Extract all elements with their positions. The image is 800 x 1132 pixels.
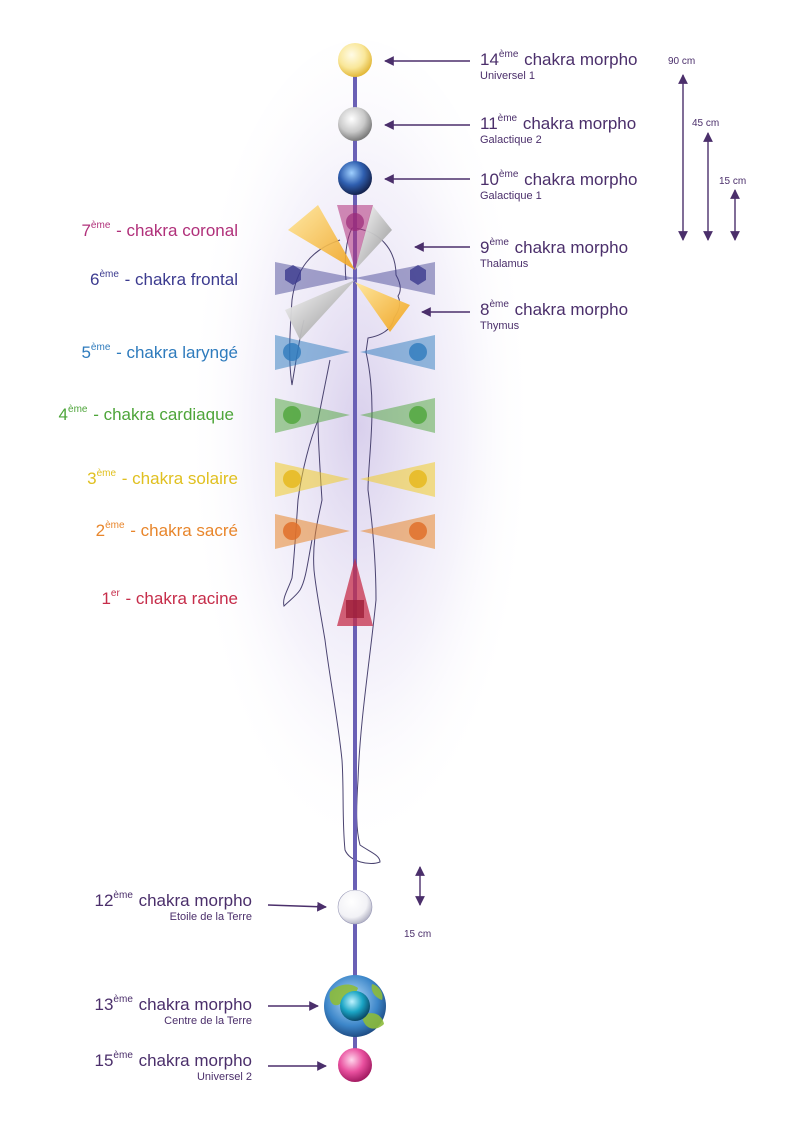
label-morpho-12: 12ème chakra morpho Etoile de la Terre bbox=[94, 890, 253, 923]
morpho-15-sub: Universel 2 bbox=[196, 1071, 252, 1083]
label-sacre-text: 2ème - chakra sacré bbox=[95, 520, 238, 540]
label-morpho-10: 10ème chakra morpho Galactique 1 bbox=[480, 169, 638, 202]
label-solaire: 3ème - chakra solaire bbox=[87, 468, 238, 488]
larynge-symbol-left bbox=[283, 343, 301, 361]
morpho-cone-yellow bbox=[355, 282, 410, 332]
measure-45-label: 45 cm bbox=[692, 118, 720, 129]
sphere-15-universel-2 bbox=[338, 1048, 372, 1082]
morpho-9-title: 9ème chakra morpho bbox=[480, 237, 629, 257]
morpho-10-sub: Galactique 1 bbox=[480, 190, 542, 202]
sphere-13-centre-terre bbox=[340, 991, 370, 1021]
label-cardiaque-text: 4ème - chakra cardiaque bbox=[58, 404, 234, 424]
morpho-10-title: 10ème chakra morpho bbox=[480, 169, 638, 189]
label-morpho-8: 8ème chakra morpho Thymus bbox=[480, 299, 629, 332]
label-larynge: 5ème - chakra laryngé bbox=[81, 342, 238, 362]
sphere-11-galactique-2 bbox=[338, 107, 372, 141]
frontal-hex-right bbox=[410, 265, 426, 285]
morpho-14-title: 14ème chakra morpho bbox=[480, 49, 638, 69]
cardiaque-symbol-right bbox=[409, 406, 427, 424]
label-morpho-14: 14ème chakra morpho Universel 1 bbox=[480, 49, 638, 82]
coronal-symbol bbox=[346, 213, 364, 231]
measure-15b-label: 15 cm bbox=[404, 929, 432, 940]
frontal-hex-left bbox=[285, 265, 301, 285]
coronal-cone-top bbox=[337, 205, 373, 270]
coronal-cone-right bbox=[355, 205, 392, 270]
label-racine: 1er - chakra racine bbox=[101, 588, 238, 608]
sphere-10-galactique-1 bbox=[338, 161, 372, 195]
arrow-12 bbox=[267, 901, 327, 912]
solaire-symbol-right bbox=[409, 470, 427, 488]
sphere-14-universel-1 bbox=[338, 43, 372, 77]
label-frontal: 6ème - chakra frontal bbox=[89, 269, 238, 289]
racine-symbol bbox=[346, 600, 364, 618]
morpho-8-sub: Thymus bbox=[480, 320, 520, 332]
morpho-15-title: 15ème chakra morpho bbox=[94, 1050, 253, 1070]
measure-15-label: 15 cm bbox=[719, 176, 747, 187]
morpho-11-title: 11ème chakra morpho bbox=[480, 113, 637, 133]
measure-90-label: 90 cm bbox=[668, 56, 696, 67]
sacre-symbol-right bbox=[409, 522, 427, 540]
larynge-symbol-right bbox=[409, 343, 427, 361]
morpho-13-title: 13ème chakra morpho bbox=[94, 994, 253, 1014]
label-solaire-text: 3ème - chakra solaire bbox=[87, 468, 238, 488]
morpho-9-sub: Thalamus bbox=[480, 258, 529, 270]
label-racine-text: 1er - chakra racine bbox=[101, 588, 238, 608]
morpho-8-title: 8ème chakra morpho bbox=[480, 299, 629, 319]
morpho-11-sub: Galactique 2 bbox=[480, 134, 542, 146]
solaire-symbol-left bbox=[283, 470, 301, 488]
morpho-12-title: 12ème chakra morpho bbox=[94, 890, 253, 910]
label-coronal-text: 7ème - chakra coronal bbox=[81, 220, 238, 240]
label-sacre: 2ème - chakra sacré bbox=[95, 520, 238, 540]
label-frontal-text: 6ème - chakra frontal bbox=[89, 269, 238, 289]
cardiaque-symbol-left bbox=[283, 406, 301, 424]
morpho-13-sub: Centre de la Terre bbox=[164, 1015, 252, 1027]
label-morpho-15: 15ème chakra morpho Universel 2 bbox=[94, 1050, 253, 1083]
label-cardiaque: 4ème - chakra cardiaque bbox=[58, 404, 234, 424]
label-morpho-9: 9ème chakra morpho Thalamus bbox=[480, 237, 629, 270]
morpho-cone-grey bbox=[285, 280, 355, 340]
aura-glow bbox=[185, 40, 535, 900]
coronal-cone-left bbox=[288, 205, 355, 270]
morpho-12-sub: Etoile de la Terre bbox=[169, 911, 252, 923]
label-larynge-text: 5ème - chakra laryngé bbox=[81, 342, 238, 362]
label-morpho-13: 13ème chakra morpho Centre de la Terre bbox=[94, 994, 253, 1027]
label-morpho-11: 11ème chakra morpho Galactique 2 bbox=[480, 113, 637, 146]
sphere-12-etoile-terre bbox=[337, 889, 373, 925]
morpho-14-sub: Universel 1 bbox=[480, 70, 536, 82]
label-coronal: 7ème - chakra coronal bbox=[81, 220, 238, 240]
sacre-symbol-left bbox=[283, 522, 301, 540]
